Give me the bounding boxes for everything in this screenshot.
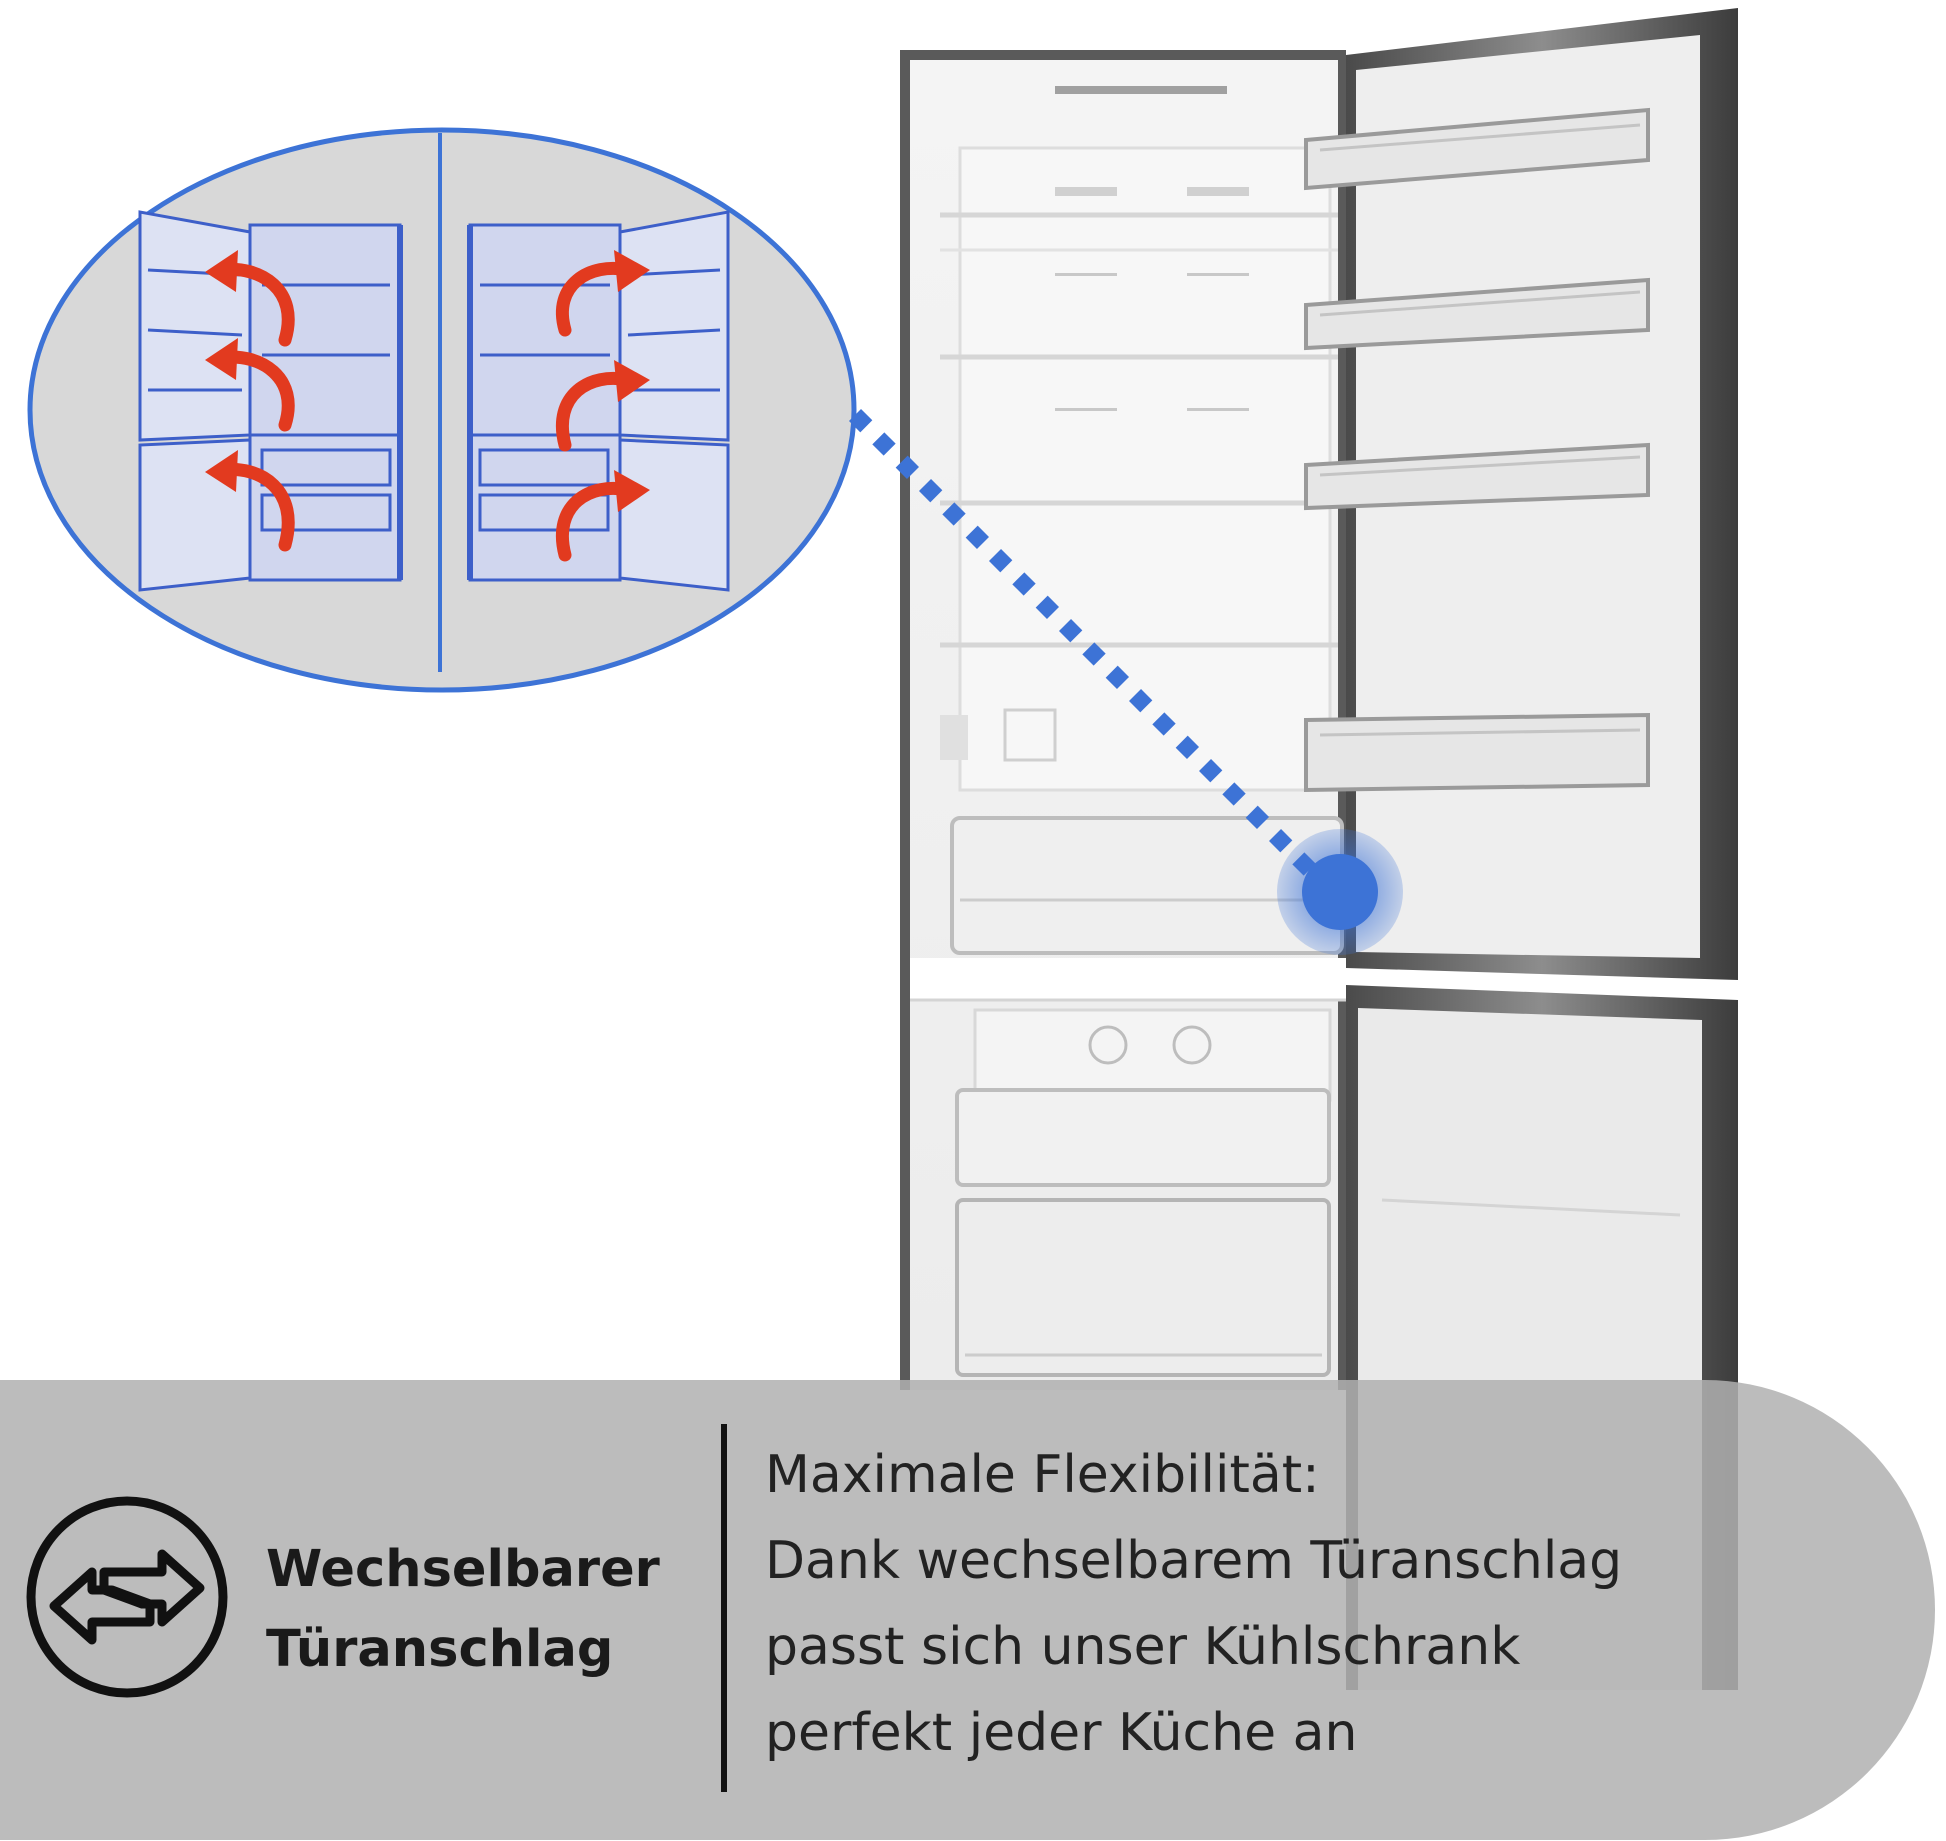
hinge-marker <box>1277 829 1403 955</box>
fridge-body <box>900 50 1346 1390</box>
info-banner <box>0 1380 1935 1840</box>
feature-title: Wechselbarer Türanschlag <box>266 1530 706 1690</box>
red-arrows-right <box>556 262 635 562</box>
fridge-sketch-left <box>138 210 403 592</box>
arrowhead-left-3 <box>205 450 238 492</box>
description-line-1: Maximale Flexibilität: <box>765 1445 1320 1505</box>
description-line-2: Dank wechselbarem Türanschlag <box>765 1531 1623 1591</box>
callout-dotted-line <box>848 408 1327 887</box>
arrowhead-left-1 <box>205 250 238 292</box>
feature-description: Maximale Flexibilität: Dank wechselbarem… <box>765 1432 1905 1776</box>
description-line-4: perfekt jeder Küche an <box>765 1703 1358 1763</box>
arrowhead-right-2 <box>614 360 650 402</box>
banner-divider <box>721 1424 727 1792</box>
feature-title-line-1: Wechselbarer <box>266 1540 660 1599</box>
fridge-upper-door <box>1304 8 1738 980</box>
swap-arrows-icon <box>26 1496 228 1698</box>
feature-title-line-2: Türanschlag <box>266 1620 614 1679</box>
description-line-3: passt sich unser Kühlschrank <box>765 1617 1521 1677</box>
arrowhead-left-2 <box>205 338 238 380</box>
arrowhead-right-3 <box>614 470 650 512</box>
arrowhead-right-1 <box>614 250 650 292</box>
door-reversal-callout <box>27 127 857 693</box>
